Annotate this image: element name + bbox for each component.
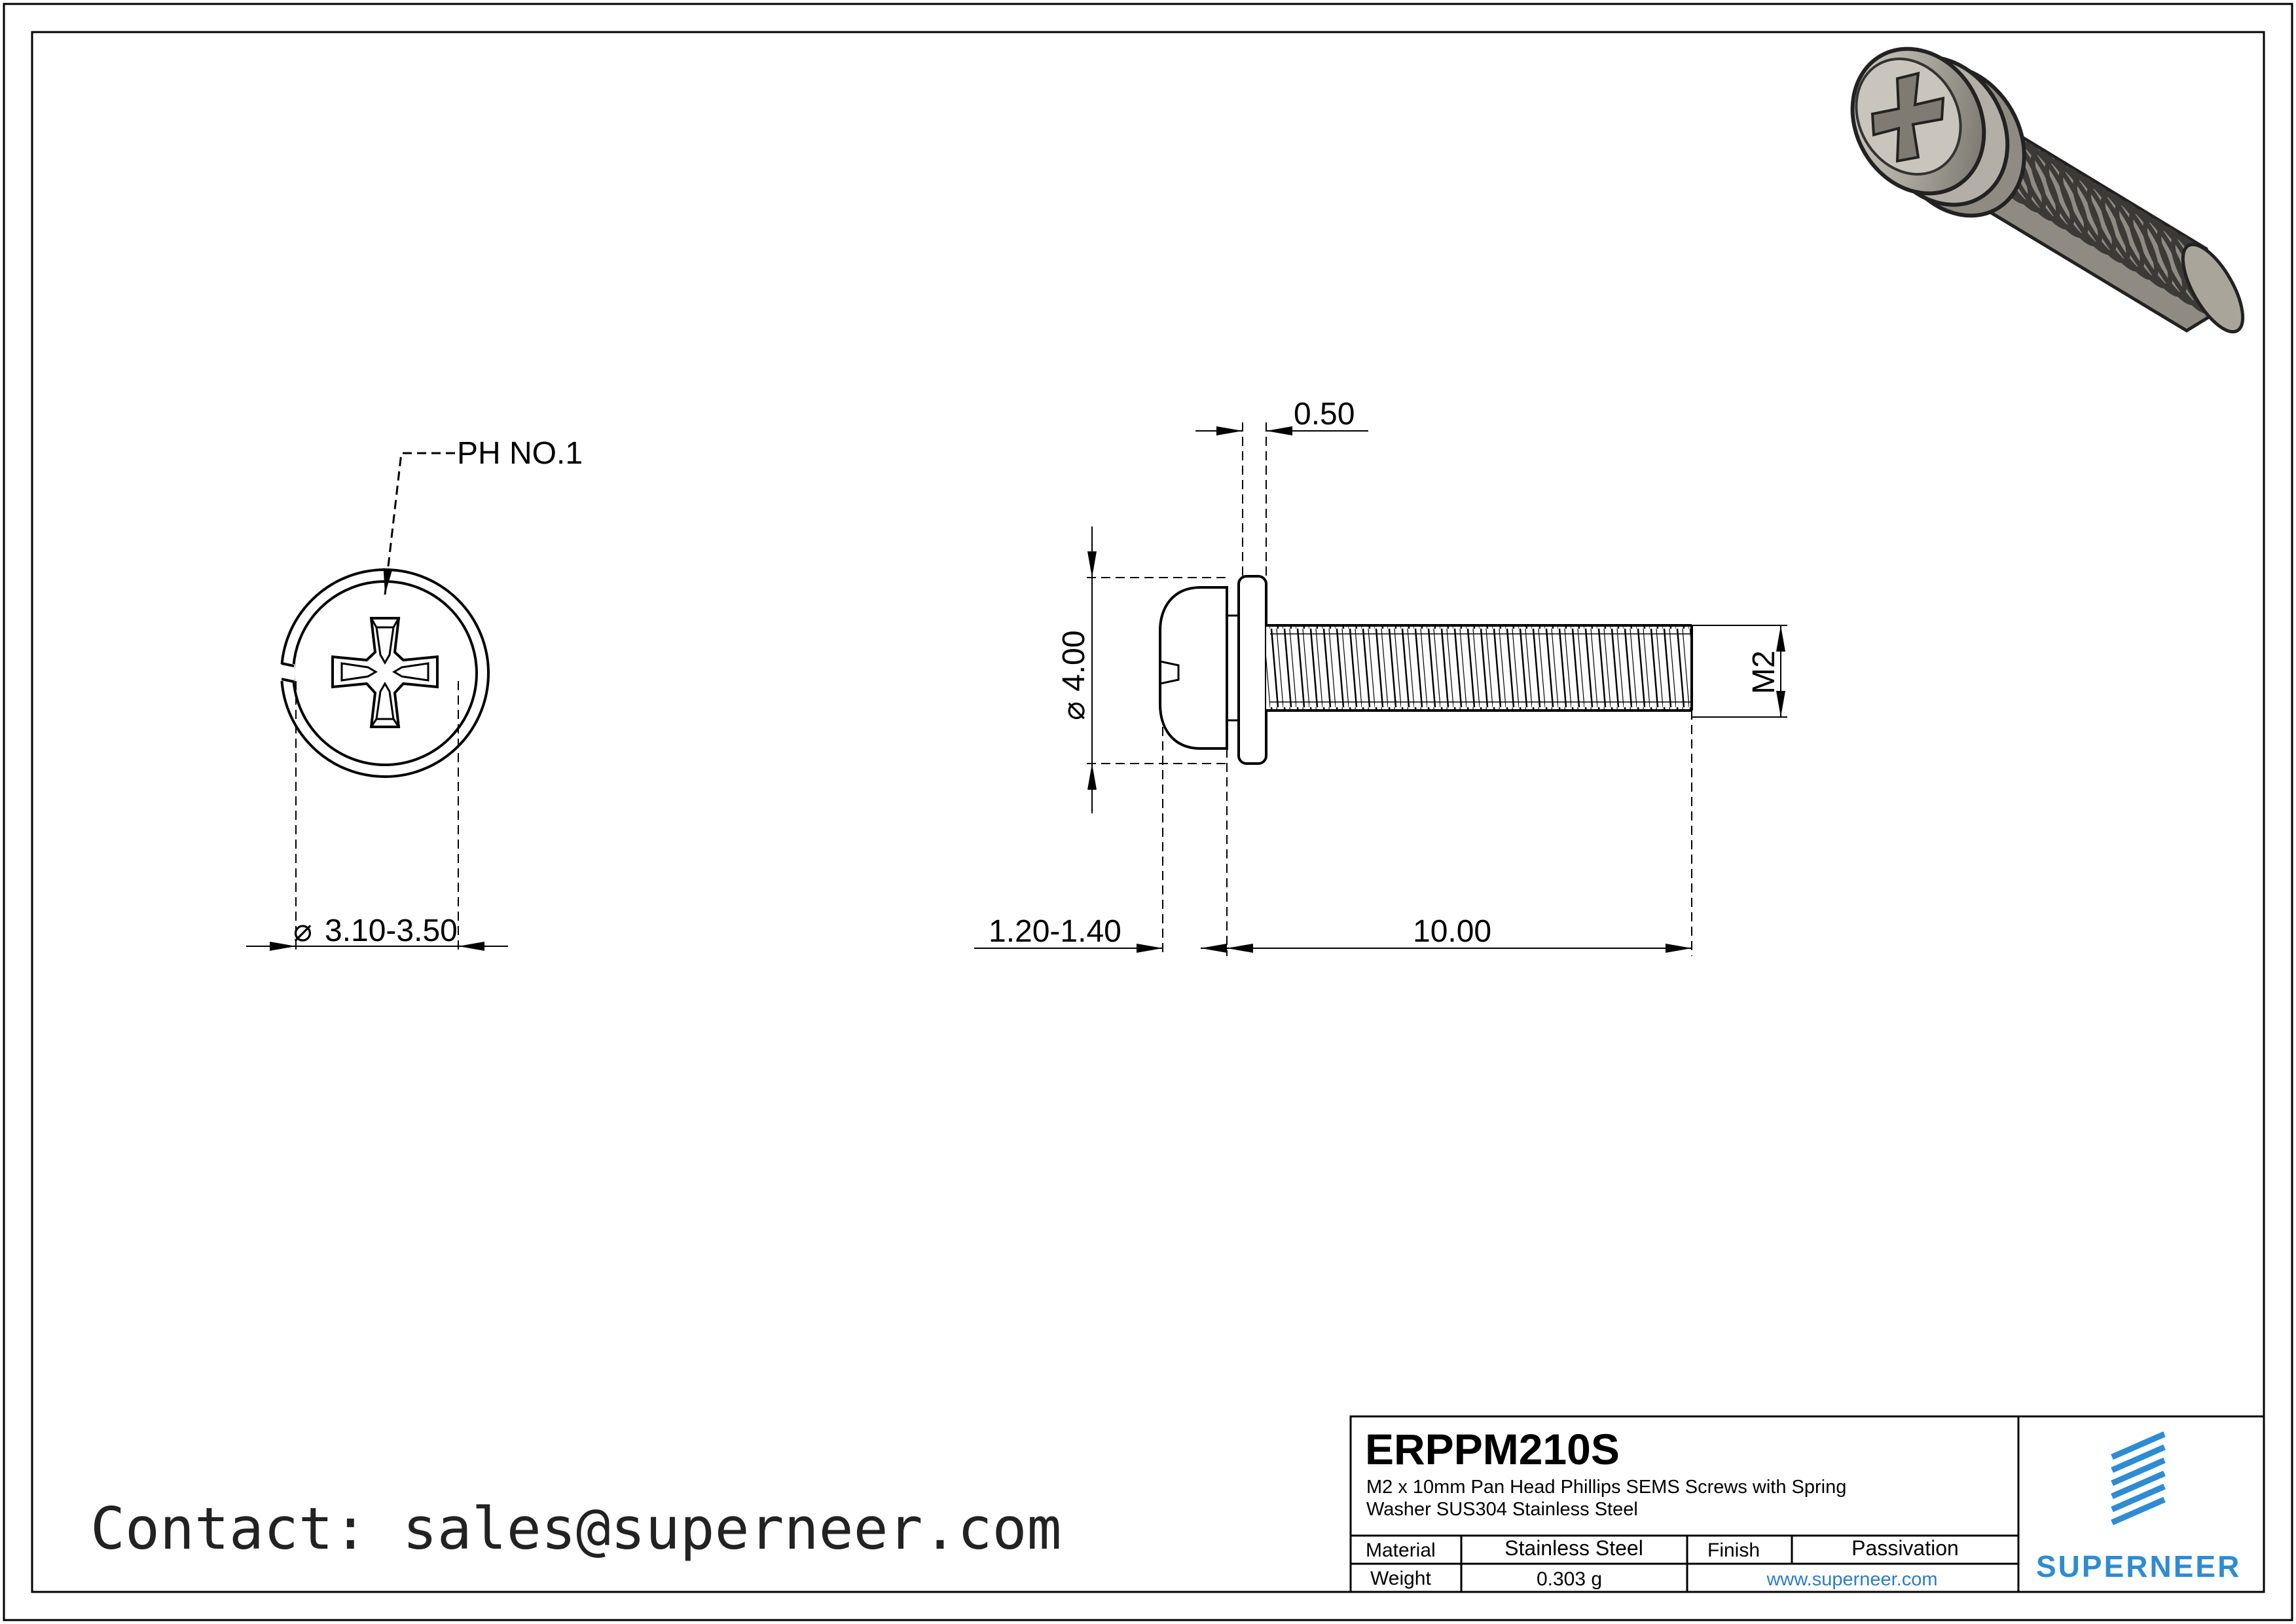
diameter-symbol-side: ⌀ [1057,701,1091,720]
head-height-label: 1.20-1.40 [989,914,1121,949]
diameter-symbol: ⌀ [293,913,312,948]
website-link[interactable]: www.superneer.com [1766,1569,1937,1590]
part-number: ERPPM210S [1365,1425,1620,1473]
superneer-logo-icon [2111,1431,2166,1526]
drive-leader-line [383,452,455,595]
head-view-diameter-label: 3.10-3.50 [325,913,458,948]
head-diameter-label: 4.00 [1057,631,1091,692]
side-view: 0.50 ⌀ 4.00 M2 1.20-1.40 10.00 [974,397,1787,956]
brand-name: SUPERNEER [2036,1549,2241,1583]
material-value: Stainless Steel [1504,1536,1643,1560]
description-line2: Washer SUS304 Stainless Steel [1366,1499,1638,1520]
isometric-screw-render [1850,46,2245,334]
description-line1: M2 x 10mm Pan Head Phillips SEMS Screws … [1366,1477,1846,1498]
iso-phillips-icon [1870,71,1945,163]
pan-head [1159,586,1228,750]
title-block: ERPPM210S M2 x 10mm Pan Head Phillips SE… [1349,1415,2265,1593]
weight-value: 0.303 g [1537,1568,1602,1590]
contact-email[interactable]: Contact: sales@superneer.com [90,1495,1061,1562]
threaded-shank [1266,625,1692,710]
drawing-frame [31,31,2265,1593]
iso-thread-end [2181,242,2245,334]
outer-border [3,3,2293,1621]
finish-label: Finish [1707,1540,1760,1561]
head-view: PH NO.1 ⌀ 3.10-3.50 [246,436,583,953]
washer-thickness-label: 0.50 [1294,397,1355,432]
finish-value: Passivation [1851,1536,1959,1560]
thread-size-label: M2 [1747,650,1781,694]
material-label: Material [1366,1540,1436,1561]
spring-washer [1237,575,1267,765]
weight-label: Weight [1370,1568,1431,1589]
drive-label: PH NO.1 [457,436,583,471]
length-label: 10.00 [1413,914,1491,949]
